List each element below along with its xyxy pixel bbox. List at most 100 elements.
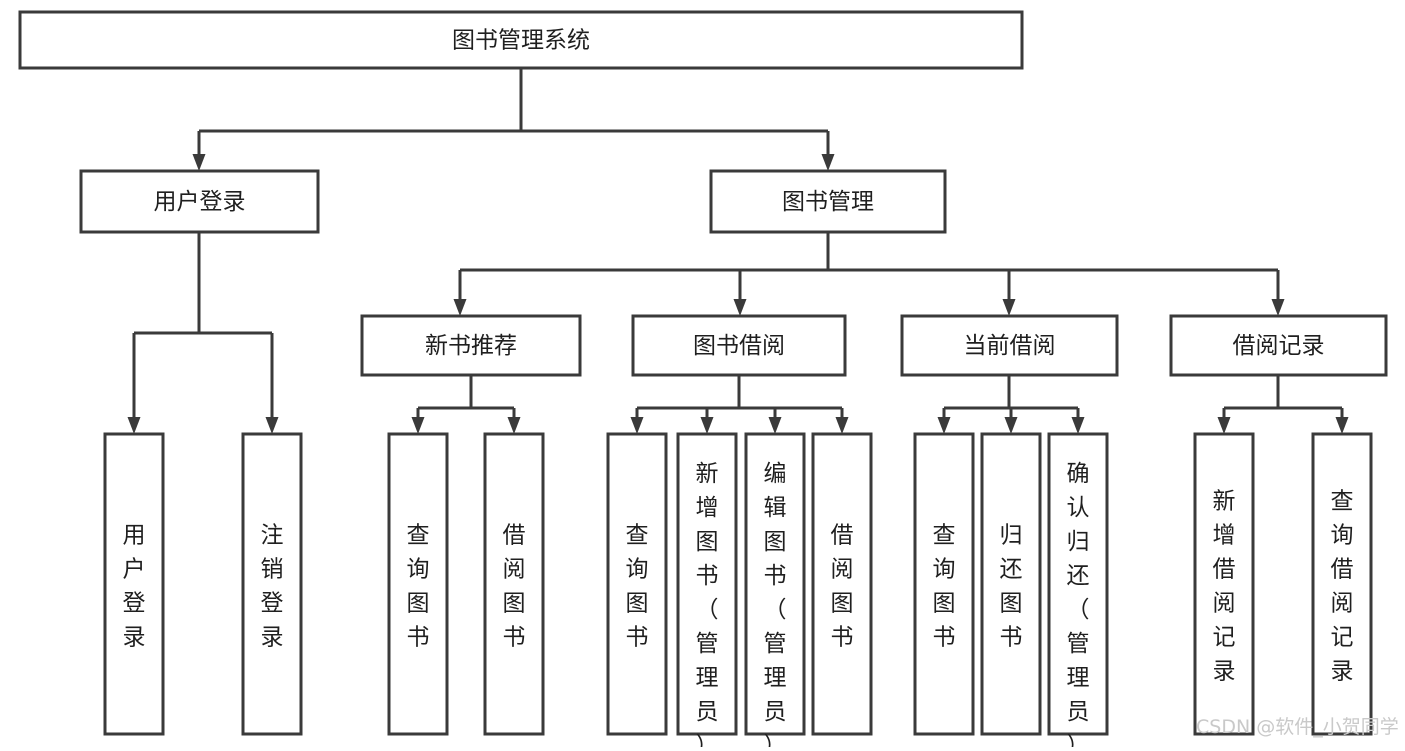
node-current-borrow[interactable]: 当前借阅 bbox=[900, 314, 1119, 377]
node-label-char: 管 bbox=[1067, 631, 1090, 657]
node-leaf-query-book-current[interactable]: 查询图书查询图书 bbox=[913, 432, 975, 736]
node-box-leaf-add-book[interactable] bbox=[676, 432, 738, 736]
node-label-char: 辑 bbox=[764, 495, 787, 521]
node-label-char: 阅 bbox=[831, 557, 854, 583]
node-book-borrow[interactable]: 图书借阅 bbox=[631, 314, 847, 377]
arrow-head-icon bbox=[1335, 417, 1349, 434]
node-box-root[interactable] bbox=[18, 10, 1024, 70]
node-label-char: 阅 bbox=[1331, 591, 1354, 617]
node-borrow-record[interactable]: 借阅记录 bbox=[1169, 314, 1388, 377]
node-book-management[interactable]: 图书管理 bbox=[709, 169, 947, 234]
node-label-char: ） bbox=[1067, 733, 1090, 747]
node-root[interactable]: 图书管理系统 bbox=[18, 10, 1024, 70]
node-label-char: 录 bbox=[1213, 659, 1236, 685]
node-box-leaf-add-borrow-record[interactable] bbox=[1193, 432, 1255, 736]
node-label-char: 借 bbox=[503, 523, 526, 549]
node-box-leaf-borrow-book[interactable] bbox=[811, 432, 873, 736]
node-box-leaf-query-book-current[interactable] bbox=[913, 432, 975, 736]
node-label-root: 图书管理系统 bbox=[452, 28, 590, 54]
arrow-head-icon bbox=[700, 417, 714, 434]
node-box-leaf-edit-book[interactable] bbox=[744, 432, 806, 736]
node-box-leaf-query-book-recommend[interactable] bbox=[387, 432, 449, 736]
arrow-head-icon bbox=[937, 417, 951, 434]
arrow-head-icon bbox=[1004, 417, 1018, 434]
node-box-leaf-return-book[interactable] bbox=[980, 432, 1042, 736]
node-label-char: 图 bbox=[626, 591, 649, 617]
node-label-char: 用 bbox=[123, 523, 146, 549]
node-label-borrow-record: 借阅记录 bbox=[1233, 333, 1325, 359]
node-box-leaf-confirm-return[interactable] bbox=[1047, 432, 1109, 736]
node-label-char: 图 bbox=[407, 591, 430, 617]
watermark-label: CSDN @软件_小贺同学 bbox=[1196, 716, 1399, 738]
arrow-head-icon bbox=[1002, 299, 1016, 316]
node-label-char: 查 bbox=[933, 523, 956, 549]
node-label-new-book-recommend: 新书推荐 bbox=[425, 333, 517, 359]
node-label-char: ） bbox=[764, 733, 787, 747]
node-label-char: 借 bbox=[1213, 557, 1236, 583]
node-label-char: 增 bbox=[696, 495, 719, 521]
node-box-leaf-user-login[interactable] bbox=[103, 432, 165, 736]
connector-conn-book-management bbox=[453, 232, 1285, 316]
node-box-borrow-record[interactable] bbox=[1169, 314, 1388, 377]
node-box-user-login[interactable] bbox=[79, 169, 320, 234]
node-label-char: 记 bbox=[1331, 625, 1354, 651]
node-leaf-query-borrow-record[interactable]: 查询借阅记录查询借阅记录 bbox=[1311, 432, 1373, 736]
node-box-book-management[interactable] bbox=[709, 169, 947, 234]
node-label-char: 记 bbox=[1213, 625, 1236, 651]
arrow-head-icon bbox=[1271, 299, 1285, 316]
node-box-book-borrow[interactable] bbox=[631, 314, 847, 377]
node-label-char: 新 bbox=[696, 461, 719, 487]
arrow-head-icon bbox=[630, 417, 644, 434]
node-label-char: 增 bbox=[1213, 523, 1236, 549]
node-label-char: 归 bbox=[1067, 529, 1090, 555]
node-label-char: （ bbox=[696, 597, 719, 623]
node-label-char: 图 bbox=[764, 529, 787, 555]
node-box-leaf-query-borrow-record[interactable] bbox=[1311, 432, 1373, 736]
node-label-book-borrow: 图书借阅 bbox=[693, 333, 785, 359]
node-user-login[interactable]: 用户登录 bbox=[79, 169, 320, 234]
connector-layer bbox=[127, 68, 1349, 434]
node-label-char: 销 bbox=[261, 557, 284, 583]
node-label-char: 还 bbox=[1000, 557, 1023, 583]
node-box-current-borrow[interactable] bbox=[900, 314, 1119, 377]
node-label-char: 阅 bbox=[503, 557, 526, 583]
node-label-char: 图 bbox=[696, 529, 719, 555]
node-leaf-query-book-borrow[interactable]: 查询图书查询图书 bbox=[606, 432, 668, 736]
node-label-char: 户 bbox=[123, 557, 146, 583]
node-label-char: 书 bbox=[503, 625, 526, 651]
node-label-char: 注 bbox=[261, 523, 284, 549]
arrow-head-icon bbox=[1071, 417, 1085, 434]
node-box-leaf-logout[interactable] bbox=[241, 432, 303, 736]
node-new-book-recommend[interactable]: 新书推荐 bbox=[360, 314, 582, 377]
node-label-char: 登 bbox=[261, 591, 284, 617]
connector-conn-borrow-record bbox=[1217, 375, 1349, 434]
node-leaf-borrow-book[interactable]: 借阅图书借阅图书 bbox=[811, 432, 873, 736]
node-label-char: 书 bbox=[1000, 625, 1023, 651]
node-label-char: 书 bbox=[626, 625, 649, 651]
node-leaf-add-borrow-record[interactable]: 新增借阅记录新增借阅记录 bbox=[1193, 432, 1255, 736]
node-label-char: 认 bbox=[1067, 495, 1090, 521]
node-label-char: 书 bbox=[764, 563, 787, 589]
node-label-char: 员 bbox=[764, 699, 787, 725]
node-label-char: 编 bbox=[764, 461, 787, 487]
connector-conn-user-login bbox=[127, 232, 279, 434]
node-leaf-return-book[interactable]: 归还图书归还图书 bbox=[980, 432, 1042, 736]
arrow-head-icon bbox=[453, 299, 467, 316]
node-box-leaf-borrow-book-recommend[interactable] bbox=[483, 432, 545, 736]
node-label-current-borrow: 当前借阅 bbox=[964, 333, 1056, 359]
node-leaf-query-book-recommend[interactable]: 查询图书查询图书 bbox=[387, 432, 449, 736]
node-leaf-borrow-book-recommend[interactable]: 借阅图书借阅图书 bbox=[483, 432, 545, 736]
node-box-leaf-query-book-borrow[interactable] bbox=[606, 432, 668, 736]
node-leaf-user-login[interactable]: 用户登录用户登录 bbox=[103, 432, 165, 736]
node-label-char: （ bbox=[764, 597, 787, 623]
node-label-char: 还 bbox=[1067, 563, 1090, 589]
connector-conn-current-borrow bbox=[937, 375, 1085, 434]
node-leaf-logout[interactable]: 注销登录注销登录 bbox=[241, 432, 303, 736]
arrow-head-icon bbox=[507, 417, 521, 434]
node-box-new-book-recommend[interactable] bbox=[360, 314, 582, 377]
node-label-char: 询 bbox=[1331, 523, 1354, 549]
